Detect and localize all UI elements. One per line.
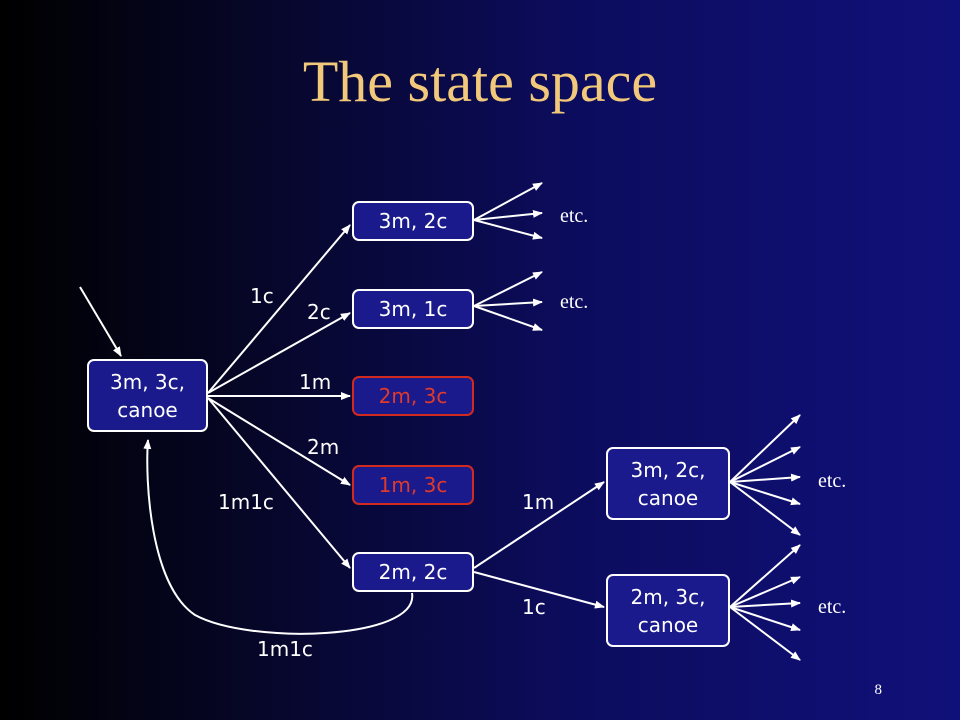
state-start-label: 3m, 3c, canoe <box>110 369 185 422</box>
slide-title: The state space <box>302 49 658 114</box>
etc-arrow <box>729 481 801 506</box>
state-start: 3m, 3c, canoe <box>87 359 208 432</box>
etc-arrow <box>729 576 801 608</box>
state-3m-1c: 3m, 1c <box>352 289 474 329</box>
state-label: 3m, 2c <box>378 209 448 233</box>
etc-arrow <box>729 606 801 631</box>
state-1m-3c-dead: 1m, 3c <box>352 465 474 505</box>
state-label: 2m, 3c, canoe <box>630 584 706 637</box>
etc-arrow <box>729 606 801 661</box>
edge-back-to-start <box>143 439 414 635</box>
etc-label: etc. <box>818 596 847 618</box>
etc-label: etc. <box>560 205 589 227</box>
state-label: 1m, 3c <box>378 473 448 497</box>
edge-start-3m2c <box>207 224 351 394</box>
edge-start-1m3c <box>207 397 351 486</box>
edge-label-1m-right: 1m <box>522 490 555 514</box>
state-label: 3m, 2c, canoe <box>630 457 706 510</box>
etc-arrow <box>729 544 801 608</box>
edge-to-2m3c-canoe <box>473 571 605 609</box>
edge-start-2m2c <box>207 397 351 569</box>
initial-arrow <box>79 286 122 357</box>
edge-label-1m1c-back: 1m1c <box>257 637 313 661</box>
state-2m-3c-canoe: 2m, 3c, canoe <box>606 574 730 647</box>
state-label: 2m, 2c <box>378 560 448 584</box>
etc-arrow <box>473 219 543 240</box>
etc-arrow <box>729 473 801 483</box>
etc-arrow <box>473 209 543 221</box>
etc-arrow <box>473 298 543 307</box>
etc-arrow <box>729 414 801 483</box>
edge-label-1m: 1m <box>299 370 332 394</box>
etc-label: etc. <box>560 291 589 313</box>
etc-arrow <box>729 446 801 483</box>
etc-label: etc. <box>818 470 847 492</box>
etc-arrow <box>729 599 801 608</box>
edge-label-1c-right: 1c <box>522 595 546 619</box>
etc-arrow <box>473 271 543 307</box>
state-2m-3c-dead: 2m, 3c <box>352 376 474 416</box>
state-2m-2c: 2m, 2c <box>352 552 474 592</box>
edge-start-3m1c <box>207 312 351 394</box>
etc-arrow <box>473 305 543 331</box>
page-number: 8 <box>874 682 883 698</box>
edge-label-1m1c: 1m1c <box>218 490 274 514</box>
state-3m-2c-canoe: 3m, 2c, canoe <box>606 447 730 520</box>
state-3m-2c: 3m, 2c <box>352 201 474 241</box>
etc-arrow <box>473 182 543 221</box>
etc-arrow <box>729 481 801 536</box>
edge-to-3m2c-canoe <box>473 481 605 569</box>
state-label: 3m, 1c <box>378 297 448 321</box>
edge-label-2m: 2m <box>307 435 340 459</box>
state-label: 2m, 3c <box>378 384 448 408</box>
edge-label-1c: 1c <box>250 284 274 308</box>
edge-label-2c: 2c <box>307 300 331 324</box>
